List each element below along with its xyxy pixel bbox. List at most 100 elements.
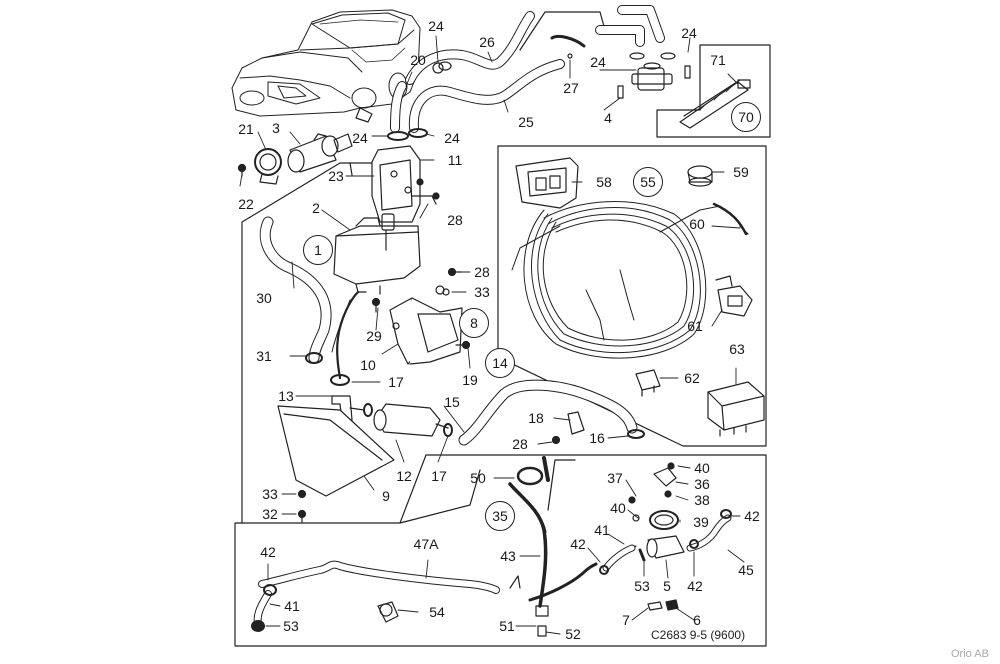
part-label-18: 18 <box>528 410 544 426</box>
pump-3 <box>287 133 353 173</box>
hose-13 <box>330 374 373 421</box>
relay-63 <box>707 381 765 437</box>
part-label-42: 42 <box>570 536 586 552</box>
part-label-20: 20 <box>410 52 426 68</box>
part-label-71: 71 <box>710 52 726 68</box>
fittings-7-6 <box>647 599 679 611</box>
part-label-3: 3 <box>272 120 280 136</box>
fittings-51-52 <box>535 605 549 637</box>
hose-41-53-lower <box>251 584 277 632</box>
clip-27 <box>550 34 586 59</box>
shield-9 <box>277 405 395 523</box>
part-label-42: 42 <box>687 578 703 594</box>
kit-circle-14: 14 <box>485 348 515 378</box>
leader-lines <box>239 35 745 635</box>
part-label-6: 6 <box>693 612 701 628</box>
part-label-22: 22 <box>238 196 254 212</box>
bracket-11 <box>371 145 440 223</box>
part-label-30: 30 <box>256 290 272 306</box>
part-label-40: 40 <box>694 460 710 476</box>
copyright-text: Orio AB <box>951 648 989 660</box>
clip-18 <box>551 411 585 445</box>
kit-circle-35: 35 <box>485 501 515 531</box>
part-label-19: 19 <box>462 372 478 388</box>
part-label-17: 17 <box>388 374 404 390</box>
heater-12 <box>373 403 453 437</box>
part-label-28: 28 <box>512 436 528 452</box>
part-label-60: 60 <box>689 216 705 232</box>
part-label-41: 41 <box>594 522 610 538</box>
part-label-58: 58 <box>596 174 612 190</box>
part-label-16: 16 <box>589 430 605 446</box>
part-label-25: 25 <box>518 114 534 130</box>
part-label-36: 36 <box>694 476 710 492</box>
part-label-9: 9 <box>382 488 390 504</box>
part-label-43: 43 <box>500 548 516 564</box>
part-label-63: 63 <box>729 341 745 357</box>
part-label-7: 7 <box>622 612 630 628</box>
part-label-59: 59 <box>733 164 749 180</box>
part-label-28: 28 <box>474 264 490 280</box>
grommet-59 <box>687 165 713 187</box>
screw-22 <box>237 163 247 177</box>
kit-circle-55: 55 <box>633 167 663 197</box>
part-label-12: 12 <box>396 468 412 484</box>
part-label-2: 2 <box>312 200 320 216</box>
part-label-61: 61 <box>687 318 703 334</box>
part-label-33: 33 <box>262 486 278 502</box>
part-label-15: 15 <box>444 394 460 410</box>
frame-pointer-lines <box>519 11 606 511</box>
part-label-42: 42 <box>260 544 276 560</box>
hose-30 <box>259 216 332 364</box>
part-label-24: 24 <box>428 18 444 34</box>
fuel-line-47A <box>258 560 598 602</box>
drawing-code: C2683 9-5 (9600) <box>651 628 746 642</box>
part-label-54: 54 <box>429 604 445 620</box>
part-label-32: 32 <box>262 506 278 522</box>
wiring-harness <box>511 201 721 359</box>
part-label-53: 53 <box>283 618 299 634</box>
hose-45 <box>686 509 732 552</box>
frame-wiring-kit-panel <box>497 145 767 447</box>
part-label-29: 29 <box>366 328 382 344</box>
screws-28-33-29-19 <box>371 267 471 350</box>
part-label-23: 23 <box>328 168 344 184</box>
part-label-24: 24 <box>352 130 368 146</box>
part-label-11: 11 <box>447 152 463 168</box>
clamp-54 <box>377 601 399 623</box>
cable-tie-60 <box>712 202 749 236</box>
valve-4-assembly <box>595 5 691 99</box>
kit-circle-8: 8 <box>459 308 489 338</box>
clamp-50 <box>516 456 550 486</box>
part-label-24: 24 <box>444 130 460 146</box>
part-label-24: 24 <box>681 25 697 41</box>
part-label-37: 37 <box>607 470 623 486</box>
control-unit-58 <box>515 157 579 209</box>
part-label-39: 39 <box>693 514 709 530</box>
fuel-pipe-43 <box>508 482 548 608</box>
kit-circle-70: 70 <box>731 102 761 132</box>
part-label-31: 31 <box>256 348 272 364</box>
tank-2 <box>333 213 421 295</box>
part-label-21: 21 <box>238 121 254 137</box>
connector-61 <box>715 275 753 317</box>
fuse-62 <box>635 369 661 397</box>
fuel-pump-assembly <box>628 462 685 559</box>
part-label-40: 40 <box>610 500 626 516</box>
part-label-13: 13 <box>278 388 294 404</box>
part-label-26: 26 <box>479 34 495 50</box>
part-label-27: 27 <box>563 80 579 96</box>
bracket-10 <box>389 285 463 365</box>
car-illustration <box>231 9 421 117</box>
part-label-47A: 47A <box>413 536 439 552</box>
clamp-21 <box>254 148 282 185</box>
part-label-4: 4 <box>604 110 612 126</box>
part-label-38: 38 <box>694 492 710 508</box>
hose-41-42-upper <box>599 544 646 575</box>
part-label-50: 50 <box>470 470 486 486</box>
part-label-45: 45 <box>738 562 754 578</box>
hose-15 <box>458 379 645 446</box>
part-label-10: 10 <box>360 357 376 373</box>
